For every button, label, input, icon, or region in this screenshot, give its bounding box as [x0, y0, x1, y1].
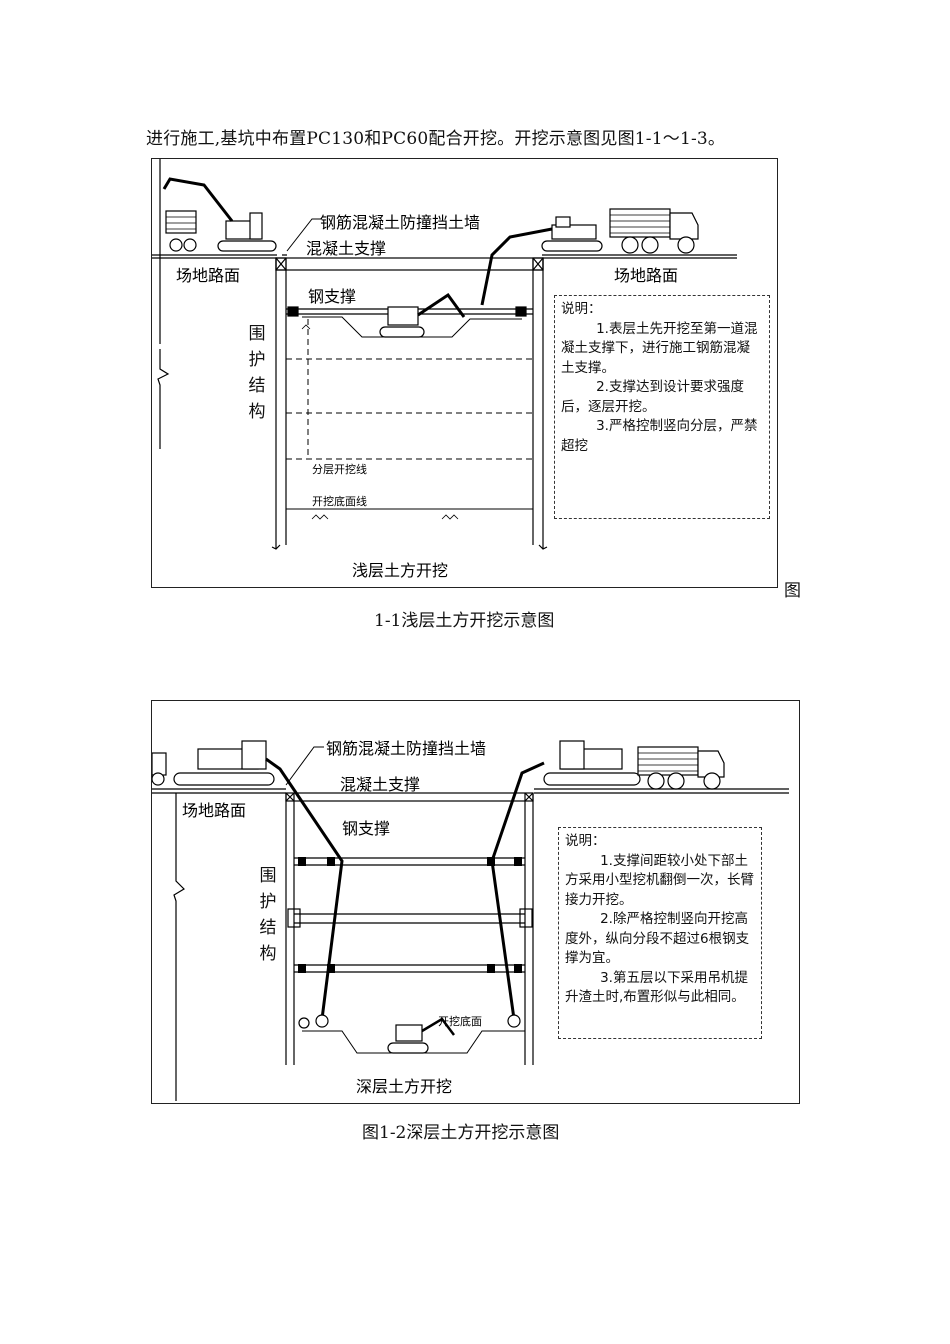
figure-1-concrete-support-label: 混凝土支撑 — [306, 239, 387, 258]
figure-2-note-item-1: 1.支撑间距较小处下部土方采用小型挖机翻倒一次，长臂接力开挖。 — [565, 852, 754, 908]
figure-2-retaining-label: 围护结构 — [259, 866, 277, 964]
figure-1-caption: 1-1浅层土方开挖示意图 — [374, 611, 555, 631]
figure-2-bottom-label: 开挖底面 — [438, 1015, 482, 1028]
figure-2-note-item-2: 2.除严格控制竖向开挖高度外，纵向分段不超过6根钢支撑为宜。 — [565, 911, 750, 966]
figure-1-drawing — [152, 159, 737, 550]
figure-1-bottom-line-label: 开挖底面线 — [312, 495, 367, 508]
figure-1-note-box: 说明： 1.表层土先开挖至第一道混凝土支撑下，进行施工钢筋混凝土支撑。 2.支撑… — [554, 295, 770, 519]
figure-2-road-label: 场地路面 — [182, 801, 247, 820]
figure-2-concrete-support-label: 混凝土支撑 — [340, 775, 421, 794]
figure-2-drawing — [152, 740, 789, 1101]
figure-2-machines — [152, 740, 725, 1054]
intro-paragraph: 进行施工,基坑中布置PC130和PC60配合开挖。开挖示意图见图1-1～1-3。 — [146, 129, 726, 149]
figure-1-wall-label: 钢筋混凝土防撞挡土墙 — [320, 213, 481, 232]
figure-1-road-right-label: 场地路面 — [614, 266, 679, 285]
figure-1-retaining-label: 围护结构 — [248, 324, 266, 422]
figure-2-diagram: 钢筋混凝土防撞挡土墙 混凝土支撑 场地路面 钢支撑 围护结构 开挖底面 深层土方… — [151, 700, 800, 1104]
figure-1-road-left-label: 场地路面 — [176, 266, 241, 285]
figure-1-layer-line-label: 分层开挖线 — [312, 463, 367, 476]
figure-1-note-heading: 说明： — [561, 301, 602, 317]
figure-1-machines — [162, 177, 699, 338]
figure-2-note-item-3: 3.第五层以下采用吊机提升渣土时,布置形似与此相同。 — [565, 969, 748, 1006]
figure-1-diagram: 钢筋混凝土防撞挡土墙 混凝土支撑 场地路面 场地路面 钢支撑 围护结构 分层开挖… — [151, 158, 778, 588]
figure-1-trailing-char: 图 — [784, 581, 801, 601]
figure-2-note-box: 说明： 1.支撑间距较小处下部土方采用小型挖机翻倒一次，长臂接力开挖。 2.除严… — [558, 827, 762, 1039]
figure-1-note-item-3: 3.严格控制竖向分层，严禁超挖 — [561, 418, 758, 454]
figure-1-note-item-1: 1.表层土先开挖至第一道混凝土支撑下，进行施工钢筋混凝土支撑。 — [561, 320, 758, 376]
figure-2-wall-label: 钢筋混凝土防撞挡土墙 — [326, 739, 487, 758]
figure-2-note-heading: 说明： — [565, 833, 606, 849]
figure-2-title-label: 深层土方开挖 — [356, 1077, 453, 1096]
figure-1-title-label: 浅层土方开挖 — [352, 561, 449, 580]
figure-1-note-item-2: 2.支撑达到设计要求强度后，逐层开挖。 — [561, 379, 744, 415]
figure-2-caption: 图1-2深层土方开挖示意图 — [362, 1123, 560, 1143]
figure-1-steel-support-label: 钢支撑 — [308, 287, 357, 306]
figure-2-steel-support-label: 钢支撑 — [342, 819, 391, 838]
